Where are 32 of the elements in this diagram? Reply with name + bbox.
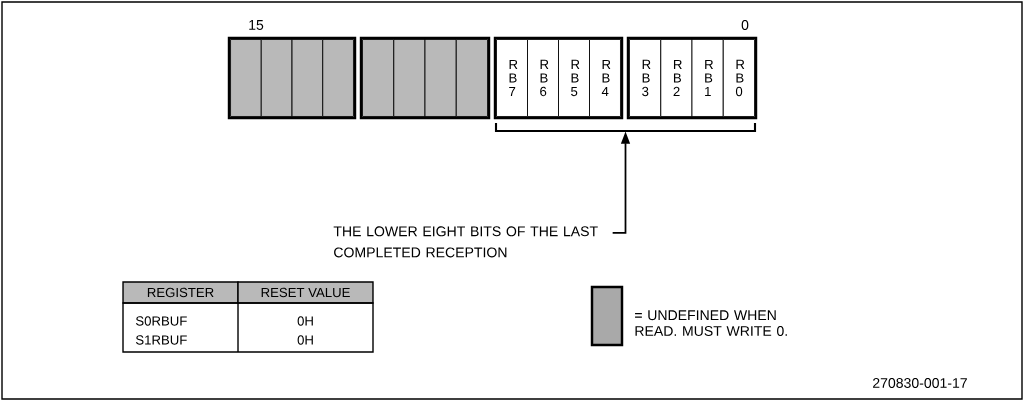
undefined-bit-cell — [291, 39, 324, 117]
register-group — [626, 36, 758, 120]
table-cell: S0RBUF — [135, 316, 187, 326]
register-group — [359, 36, 491, 120]
callout-text: THE LOWER EIGHT BITS OF THE LAST COMPLETED RECEPTION — [333, 226, 598, 258]
undefined-bit-cell — [322, 39, 354, 117]
undefined-bit-cell — [362, 39, 395, 117]
undefined-bit-cell — [230, 39, 262, 117]
bit-cell: R B 4 — [589, 39, 621, 117]
undefined-bit-cell — [455, 39, 488, 117]
legend-text: = UNDEFINED WHEN READ. MUST WRITE 0. — [635, 310, 787, 336]
bit-cell: R B 7 — [496, 39, 528, 117]
table-cell: 0H — [297, 316, 313, 326]
bracket — [494, 123, 757, 133]
bit-cell: R B 2 — [660, 39, 693, 117]
table-cell: 0H — [297, 335, 313, 345]
bit-number: 15 — [249, 20, 264, 30]
bit-cell: R B 1 — [691, 39, 724, 117]
undefined-bit-cell — [393, 39, 426, 117]
undefined-bit-cell — [424, 39, 457, 117]
undefined-bit-cell — [260, 39, 293, 117]
header-cell: REGISTER — [122, 281, 239, 304]
bit-cell: R B 5 — [558, 39, 590, 117]
register-group — [227, 36, 357, 120]
header-cell: RESET VALUE — [237, 281, 374, 304]
bit-cell: R B 0 — [722, 39, 755, 117]
table-cell: S1RBUF — [135, 335, 187, 345]
bit-number: 0 — [741, 20, 749, 30]
bit-cell: R B 6 — [527, 39, 559, 117]
register-group — [493, 36, 624, 120]
bit-cell: R B 3 — [629, 39, 662, 117]
caption-number: 270830-001-17 — [873, 378, 967, 388]
